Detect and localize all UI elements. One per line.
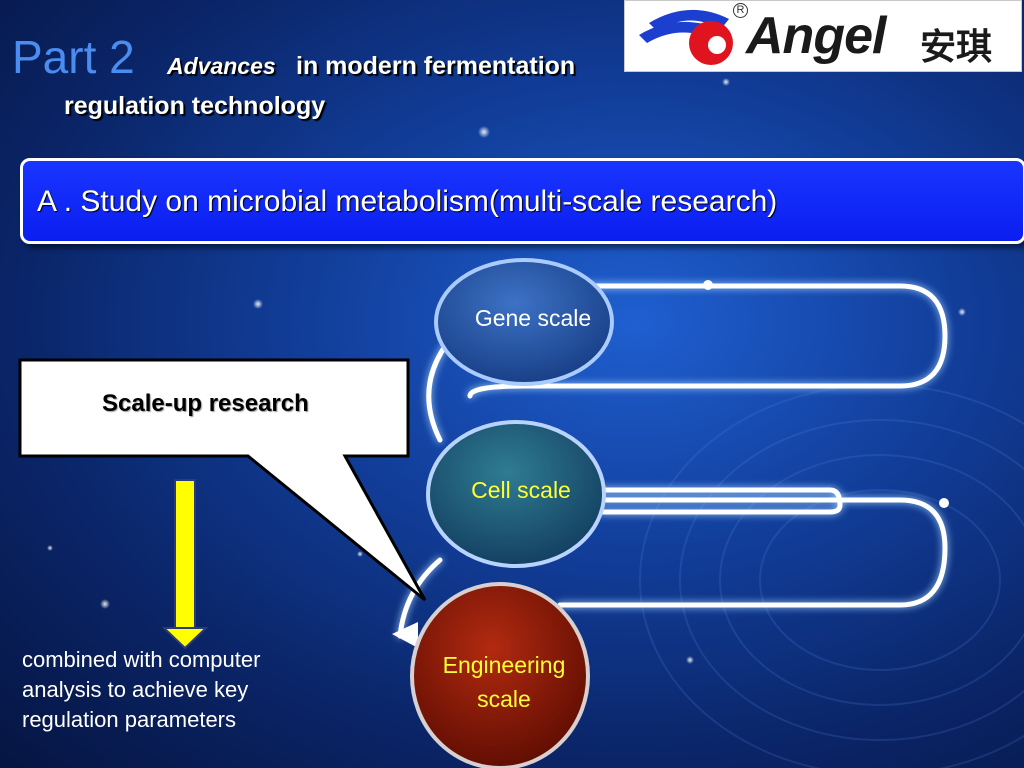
section-banner: A . Study on microbial metabolism(multi-… (20, 158, 1024, 244)
gene-scale-label: Gene scale (474, 305, 592, 331)
registered-mark: R (733, 3, 748, 18)
page-title-part: Part 2 (12, 31, 135, 83)
cell-scale-oval (426, 420, 606, 568)
result-description: combined with computer analysis to achie… (22, 647, 261, 732)
cell-scale-label: Cell scale (471, 477, 571, 503)
engineering-scale-label: Engineering scale (414, 648, 594, 716)
path-node (939, 498, 949, 508)
angel-logo: R (624, 0, 1022, 72)
logo-chinese: 安琪 (920, 27, 993, 68)
section-banner-text: A . Study on microbial metabolism(multi-… (37, 185, 778, 218)
down-arrow-icon (161, 479, 209, 650)
engineering-scale-label-line1: Engineering (442, 652, 566, 678)
gene-scale-oval (434, 258, 614, 386)
engineering-scale-label-line2: scale (477, 686, 531, 712)
angel-swirl-icon (639, 9, 733, 65)
engineering-scale-oval (410, 582, 590, 768)
path-node (703, 280, 713, 290)
page-title-line2: regulation technology (64, 92, 326, 120)
callout-text: Scale-up research (102, 390, 309, 417)
page-title-rest: in modern fermentation (296, 52, 576, 80)
background-stars (47, 78, 966, 664)
background-arcs (639, 384, 1024, 768)
logo-brand: Angel (746, 7, 886, 65)
page-title-emphasis: Advances (167, 53, 276, 79)
path-arrowhead (392, 622, 418, 648)
callout-box (18, 358, 427, 602)
